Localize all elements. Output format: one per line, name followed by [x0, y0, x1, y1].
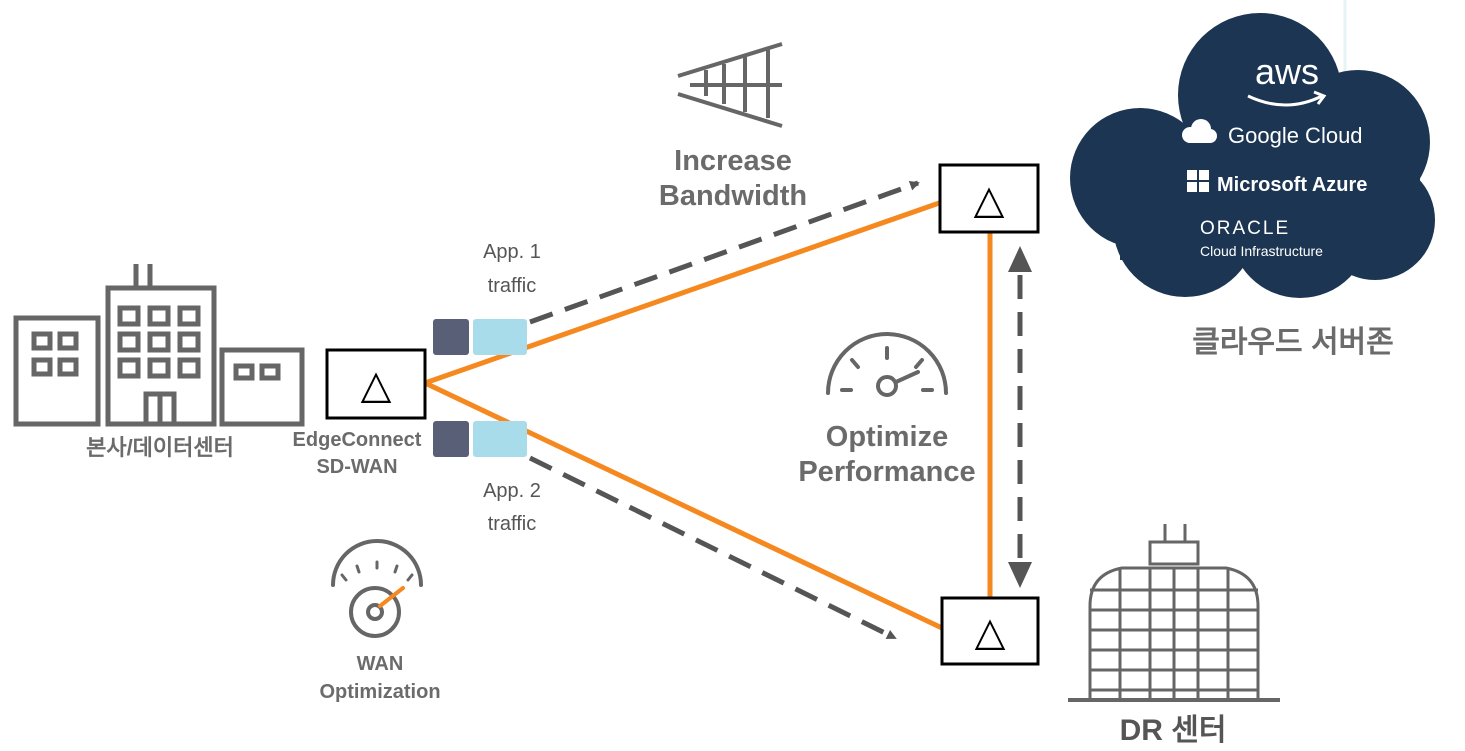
edgeconnect-label-line2: SD-WAN	[316, 456, 397, 478]
wan-optimization-icon	[331, 539, 423, 638]
app1-label-line2: traffic	[488, 275, 537, 297]
aws-logo-text: aws	[1255, 51, 1319, 92]
dr-building-icon	[1068, 524, 1280, 702]
hq-label: 본사/데이터센터	[86, 435, 234, 460]
app1-traffic-chip	[433, 319, 527, 355]
app2-label-line1: App. 2	[483, 480, 541, 502]
wan-label-line2: Optimization	[319, 681, 440, 703]
app2-traffic-chip	[433, 421, 527, 457]
aws-arrow-icon	[1313, 90, 1327, 105]
dr-node: △	[940, 596, 1040, 666]
edgeconnect-node: △	[325, 348, 427, 420]
dr-sync-arrowheads	[1008, 246, 1032, 588]
svg-text:△: △	[361, 363, 392, 407]
bandwidth-icon	[677, 42, 783, 128]
cloud-shape	[1070, 13, 1435, 298]
hq-building-icon	[13, 264, 305, 427]
edgeconnect-label-line1: EdgeConnect	[293, 429, 422, 451]
microsoft-azure-label: Microsoft Azure	[1217, 174, 1367, 196]
bandwidth-arrow	[529, 180, 920, 325]
oracle-label-line1: ORACLE	[1200, 218, 1290, 239]
wan-label-line1: WAN	[357, 653, 404, 675]
dashed-arrows	[528, 180, 1023, 641]
performance-label-line1: Optimize	[826, 421, 948, 453]
aws-smile-icon	[1247, 94, 1323, 107]
app2-label-line2: traffic	[488, 513, 537, 535]
cloud-node: △	[938, 163, 1040, 234]
oracle-label-line2: Cloud Infrastructure	[1200, 243, 1323, 259]
svg-text:△: △	[974, 178, 1005, 222]
app2-arrow	[528, 455, 897, 641]
app1-label-line1: App. 1	[483, 241, 541, 263]
dr-center-label: DR 센터	[1120, 714, 1227, 747]
orange-links	[423, 199, 993, 631]
bandwidth-label-line2: Bandwidth	[659, 180, 807, 212]
performance-label-line2: Performance	[798, 456, 975, 488]
bandwidth-label-line1: Increase	[674, 145, 792, 177]
svg-text:△: △	[975, 610, 1006, 654]
cloud-zone-label: 클라우드 서버존	[1192, 326, 1394, 359]
performance-gauge-icon	[826, 332, 948, 397]
google-cloud-icon	[1182, 119, 1217, 143]
microsoft-logo-icon	[1187, 170, 1209, 192]
google-cloud-label: Google Cloud	[1228, 123, 1363, 148]
